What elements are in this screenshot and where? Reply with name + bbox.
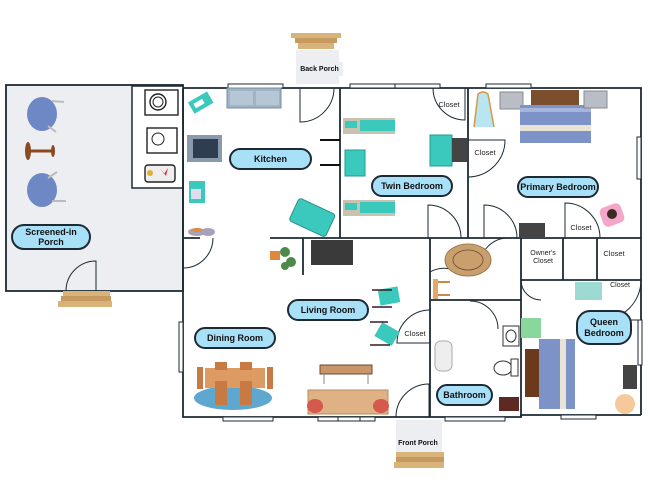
pet-bowls-icon (188, 228, 215, 236)
dining-set-icon (194, 362, 273, 410)
twin-bed-icon (343, 118, 395, 134)
porch-chair-icon (27, 97, 65, 133)
mirror-icon (473, 91, 495, 128)
house-walls (182, 87, 642, 418)
porch-stairs (58, 291, 112, 307)
coffee-maker-icon (189, 181, 205, 203)
coffee-table-icon (319, 364, 373, 384)
tablet-icon (187, 91, 214, 114)
room-label-dining-room: Dining Room (194, 327, 276, 349)
sink-icon (226, 87, 282, 109)
owners-closet-line2: Closet (533, 258, 553, 266)
back-porch-label: Back Porch (296, 62, 343, 76)
closet-label-twin: Closet (438, 100, 460, 109)
armchair-icon (599, 203, 625, 227)
twin-bed-icon (343, 200, 395, 216)
queen-bedroom-line2: Bedroom (584, 327, 624, 338)
accent-chair-icon (372, 286, 401, 308)
room-label-queen-bedroom: Queen Bedroom (576, 310, 632, 345)
porch-table-icon (25, 142, 55, 160)
dresser-icon (575, 282, 602, 300)
nightstand-icon (499, 91, 524, 110)
front-porch-label: Front Porch (398, 439, 438, 447)
cabinet-icon (499, 397, 519, 411)
porch-chair-icon (27, 171, 66, 207)
pouf-icon (615, 394, 635, 414)
closet-label-queen: Closet (610, 282, 630, 289)
dryer-icon (146, 127, 178, 154)
room-label-screened-porch: Screened-in Porch (11, 224, 91, 250)
room-label-living-room: Living Room (287, 299, 369, 321)
bathroom-sink-icon (502, 325, 520, 347)
closet-label-owners: Owner's Closet (524, 250, 562, 267)
washer-icon (144, 89, 179, 116)
room-label-primary-bedroom: Primary Bedroom (517, 176, 599, 198)
closet-label-primary-bottom: Closet (570, 223, 592, 232)
bathroom-text: Bathroom (443, 389, 486, 400)
room-label-bathroom: Bathroom (436, 384, 493, 406)
dresser-icon (429, 134, 467, 167)
bathtub-icon (434, 340, 453, 372)
water-heater-icon (144, 164, 176, 183)
nightstand-icon (583, 90, 608, 109)
fridge-icon (289, 198, 336, 237)
tv-icon (311, 240, 353, 265)
queen-bedroom-line1: Queen (589, 317, 618, 328)
front-porch-stairs (394, 420, 444, 468)
queen-bed-icon (520, 90, 591, 143)
toilet-icon (493, 358, 519, 377)
closet-label-hall: Closet (603, 249, 625, 258)
stool-icons (320, 139, 340, 166)
accent-chair-icon (370, 321, 400, 346)
bench-icon (433, 279, 450, 299)
owners-closet-line1: Owner's (530, 250, 556, 257)
back-porch-stairs (291, 33, 341, 84)
room-label-twin-bedroom: Twin Bedroom (371, 175, 453, 197)
room-label-kitchen: Kitchen (229, 148, 312, 170)
nightstand-icon (521, 318, 541, 338)
tv-icon (519, 223, 545, 238)
queen-bed-icon (525, 339, 575, 409)
closet-label-primary-left: Closet (474, 148, 496, 157)
rug-icon (444, 243, 492, 277)
plant-icon (270, 247, 296, 270)
nightstand-icon (344, 149, 366, 177)
tv-icon (623, 365, 637, 389)
sofa-icon (307, 389, 389, 415)
oven-icon (187, 135, 222, 162)
closet-label-living: Closet (404, 329, 426, 338)
